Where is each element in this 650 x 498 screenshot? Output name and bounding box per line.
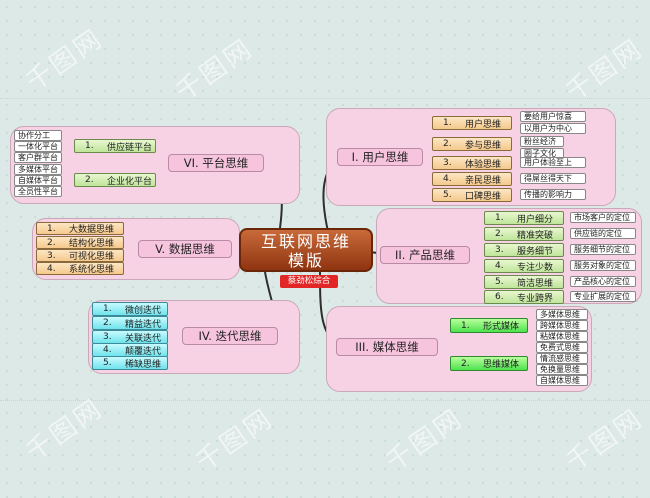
center-title-line1: 互联网思维 [260,232,351,251]
list-item[interactable]: 2.思维媒体 [450,356,528,371]
leaf-node[interactable]: 以用户为中心 [520,123,586,134]
leaf-node[interactable]: 市场客户的定位 [570,212,636,223]
branch-platform-thinking[interactable]: VI. 平台思维 [168,154,264,172]
list-item[interactable]: 6.专业跨界 [484,290,564,304]
leaf-node[interactable]: 粘媒体思维 [536,331,588,342]
divider [0,98,650,99]
center-title-line2: 模版 [287,251,324,270]
list-item[interactable]: 2.精准突破 [484,227,564,241]
list-item[interactable]: 4.系统化思维 [36,262,124,275]
list-item[interactable]: 4.专注少数 [484,259,564,273]
list-item[interactable]: 3.关联迭代 [92,330,168,344]
leaf-node[interactable]: 用户体验至上 [520,157,586,168]
leaf-node[interactable]: 协作分工 [14,130,62,141]
list-item[interactable]: 4.亲民思维 [432,172,512,186]
branch-product-thinking[interactable]: II. 产品思维 [380,246,470,264]
list-item[interactable]: 1.用户细分 [484,211,564,225]
list-item[interactable]: 3.可视化思维 [36,249,124,262]
list-item[interactable]: 4.颠覆迭代 [92,343,168,357]
divider [0,400,650,401]
branch-iteration-thinking[interactable]: IV. 迭代思维 [182,327,278,345]
list-item[interactable]: 1.用户思维 [432,116,512,130]
list-item[interactable]: 5.简洁思维 [484,275,564,289]
leaf-node[interactable]: 粉丝经济 [520,136,564,147]
list-item[interactable]: 1.微创迭代 [92,302,168,316]
leaf-node[interactable]: 全员性平台 [14,186,62,197]
list-item[interactable]: 2.参与思维 [432,137,512,151]
list-item[interactable]: 3.服务细节 [484,243,564,257]
leaf-node[interactable]: 产品核心的定位 [570,276,636,287]
list-item[interactable]: 2.结构化思维 [36,236,124,249]
author-tag: 蔡劲松综合 [280,275,338,288]
leaf-node[interactable]: 多媒体思维 [536,309,588,320]
list-item[interactable]: 1.供应链平台 [74,139,156,153]
list-item[interactable]: 2.企业化平台 [74,173,156,187]
leaf-node[interactable]: 跨媒体思维 [536,320,588,331]
branch-media-thinking[interactable]: III. 媒体思维 [336,338,438,356]
branch-data-thinking[interactable]: V. 数据思维 [138,240,232,258]
leaf-node[interactable]: 传播的影响力 [520,189,586,200]
leaf-node[interactable]: 多媒体平台 [14,164,62,175]
leaf-node[interactable]: 情流感思维 [536,353,588,364]
list-item[interactable]: 1.形式媒体 [450,318,528,333]
list-item[interactable]: 5.稀缺思维 [92,356,168,370]
leaf-node[interactable]: 供应链的定位 [570,228,636,239]
leaf-node[interactable]: 自媒体平台 [14,175,62,186]
leaf-node[interactable]: 免费式思维 [536,342,588,353]
list-item[interactable]: 2.精益迭代 [92,316,168,330]
leaf-node[interactable]: 服务对象的定位 [570,260,636,271]
list-item[interactable]: 1.大数据思维 [36,222,124,235]
leaf-node[interactable]: 得屌丝得天下 [520,173,586,184]
leaf-node[interactable]: 客户群平台 [14,152,62,163]
leaf-node[interactable]: 自媒体思维 [536,375,588,386]
leaf-node[interactable]: 专业扩展的定位 [570,291,636,302]
list-item[interactable]: 3.体验思维 [432,156,512,170]
list-item[interactable]: 5.口碑思维 [432,188,512,202]
leaf-node[interactable]: 免换量思维 [536,364,588,375]
leaf-node[interactable]: 服务细节的定位 [570,244,636,255]
center-node[interactable]: 互联网思维 模版 [239,228,373,272]
leaf-node[interactable]: 要给用户惊喜 [520,111,586,122]
branch-user-thinking[interactable]: I. 用户思维 [337,148,423,166]
leaf-node[interactable]: 一体化平台 [14,141,62,152]
